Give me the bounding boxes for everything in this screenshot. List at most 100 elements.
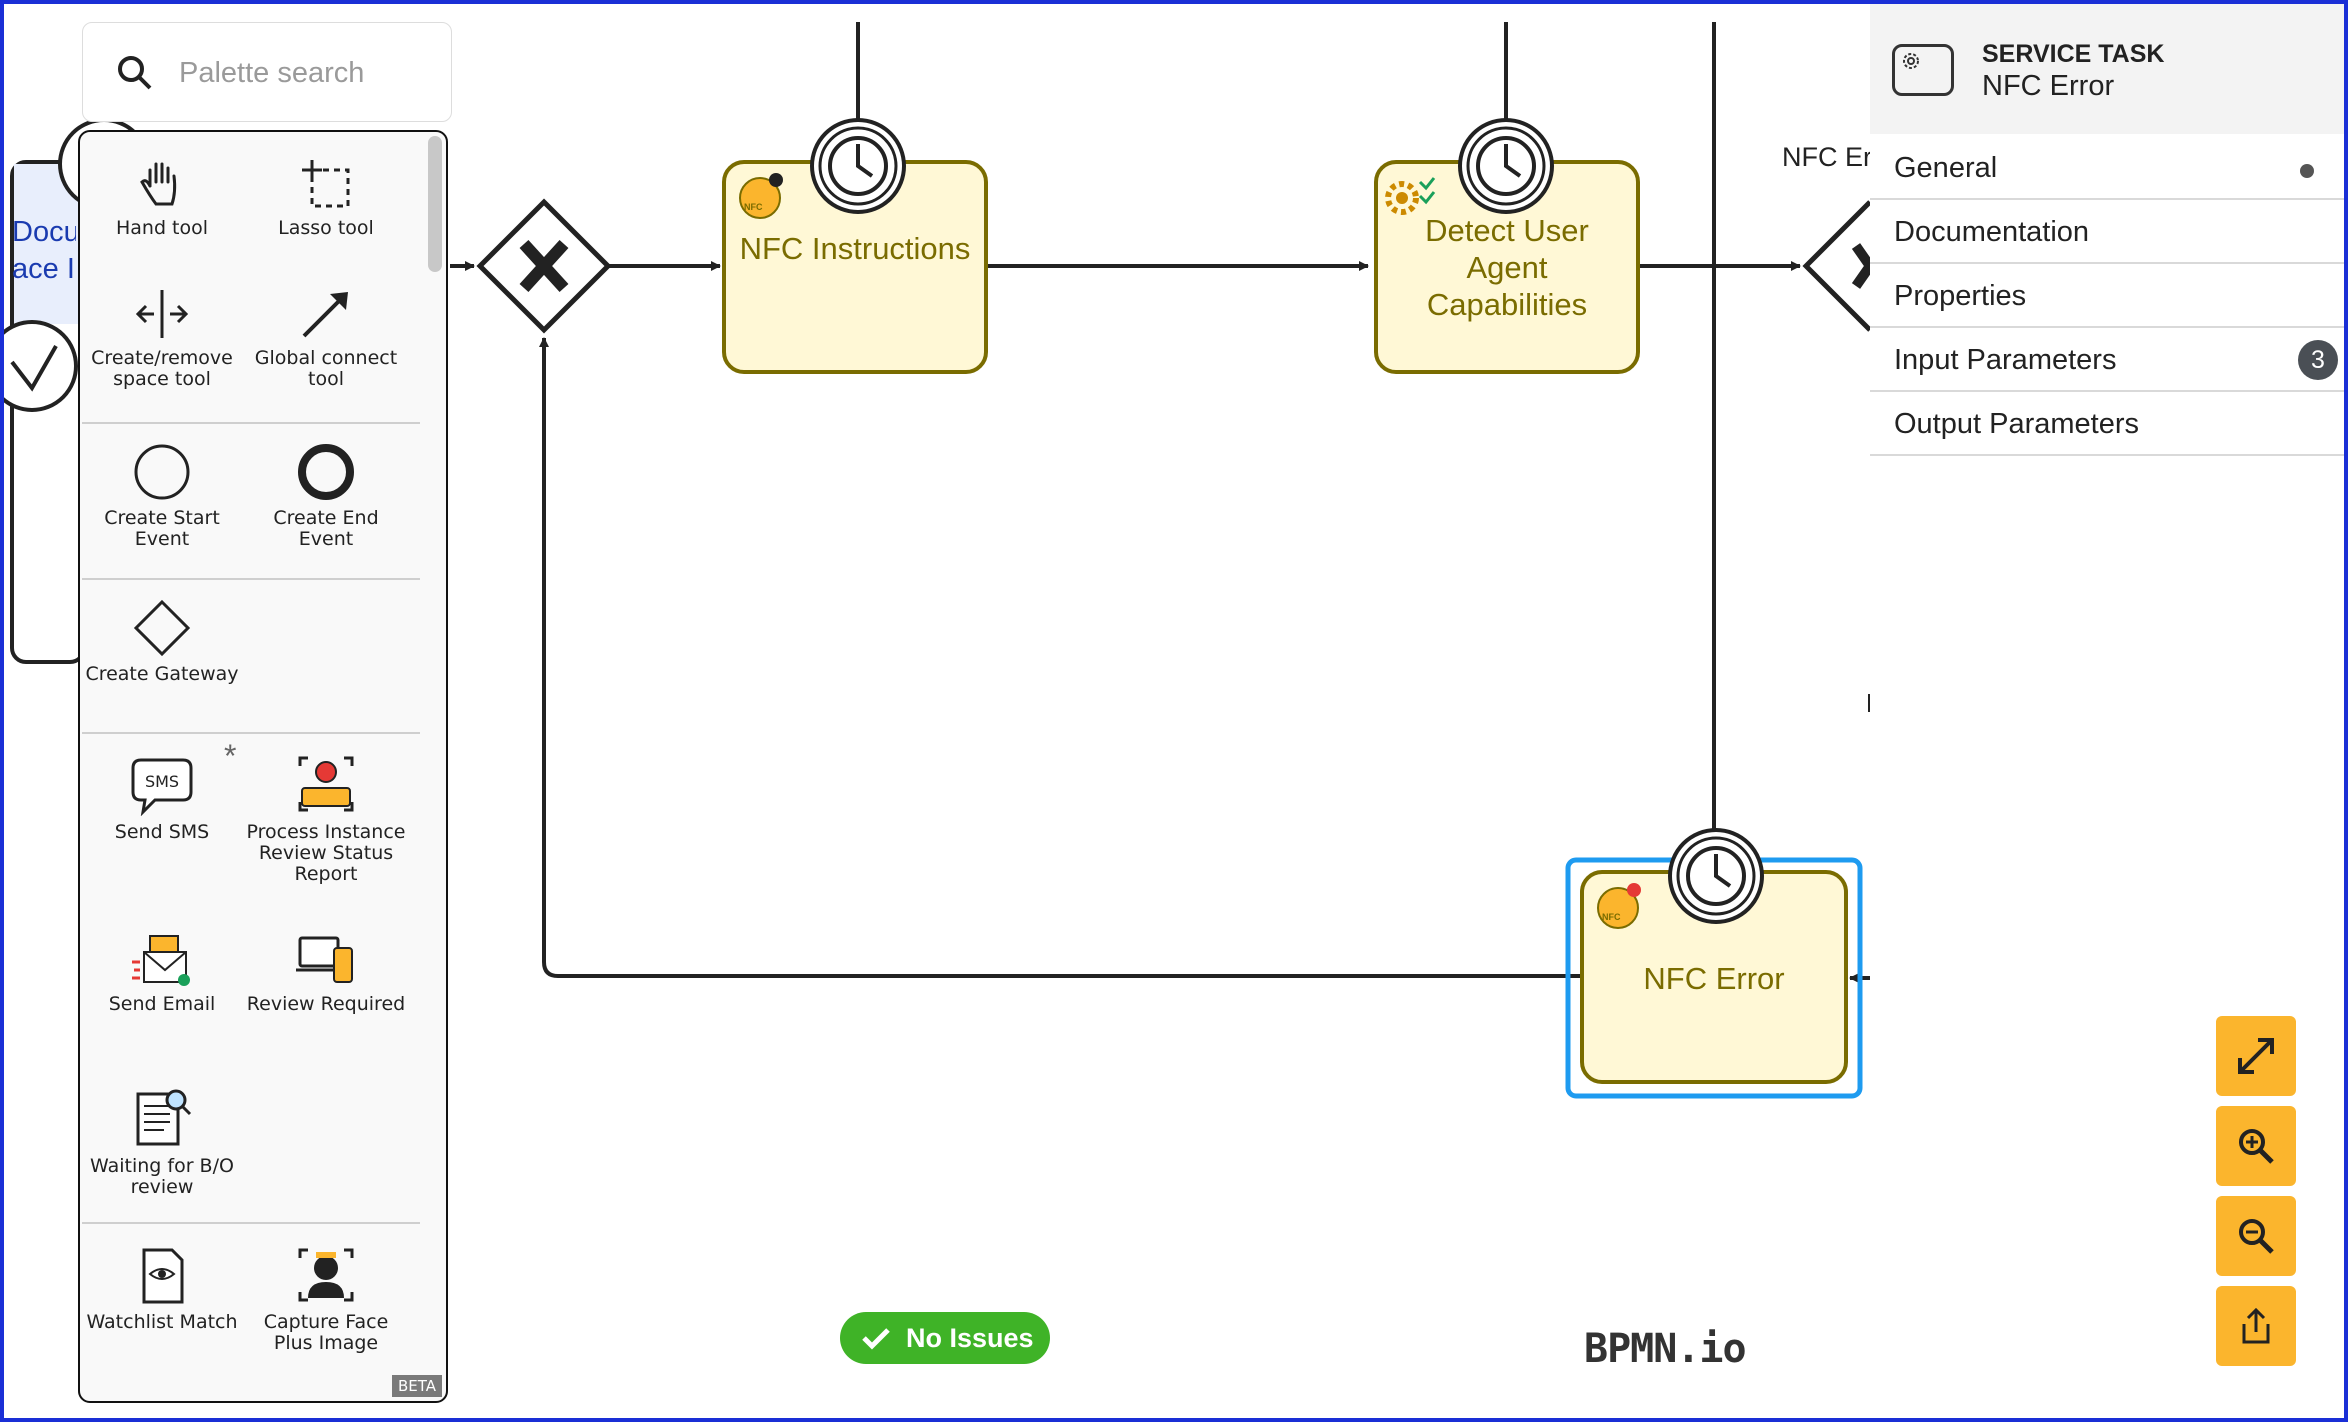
export-icon bbox=[2242, 1307, 2270, 1344]
gateway-icon bbox=[133, 599, 191, 657]
palette-create-gateway[interactable]: Create Gateway bbox=[80, 598, 244, 685]
count-badge: 3 bbox=[2298, 340, 2338, 380]
palette-space-tool[interactable]: Create/remove space tool bbox=[80, 286, 244, 390]
tool-label: Send SMS bbox=[114, 821, 210, 843]
watchlist-icon bbox=[142, 1248, 184, 1304]
changed-indicator-dot bbox=[2300, 164, 2314, 178]
asterisk-marker: * bbox=[224, 738, 237, 774]
fit-viewport-button[interactable] bbox=[2216, 1016, 2296, 1096]
no-issues-badge[interactable]: No Issues bbox=[840, 1312, 1050, 1364]
task-label-detect-user-agent: Detect User Agent Capabilities bbox=[1425, 213, 1589, 322]
palette-lasso-tool[interactable]: Lasso tool bbox=[244, 156, 408, 239]
lasso-icon bbox=[302, 160, 350, 208]
hand-icon bbox=[140, 162, 177, 206]
palette-watchlist-match[interactable]: Watchlist Match bbox=[80, 1246, 244, 1333]
zoom-in-icon bbox=[2239, 1129, 2274, 1164]
document-search-icon bbox=[136, 1089, 192, 1146]
palette-review-required[interactable]: Review Required bbox=[244, 932, 408, 1015]
tool-label: Review Required bbox=[246, 993, 406, 1015]
palette-send-email[interactable]: Send Email bbox=[80, 932, 244, 1015]
tab-label: Documentation bbox=[1894, 216, 2090, 248]
partial-label-line: Docu bbox=[12, 216, 76, 248]
diagram-canvas[interactable]: NFC Instructions Detect User Agent Capab… bbox=[4, 4, 2344, 1418]
tool-label: Watchlist Match bbox=[86, 1311, 238, 1333]
zoom-out-icon bbox=[2239, 1219, 2274, 1254]
palette-waiting-bo-review[interactable]: Waiting for B/O review bbox=[80, 1086, 244, 1198]
service-task-icon bbox=[1892, 44, 1954, 96]
task-detect-user-agent[interactable] bbox=[1374, 160, 1640, 374]
diagram-svg bbox=[4, 22, 1877, 1099]
palette-global-connect-tool[interactable]: Global connect tool bbox=[244, 286, 408, 390]
search-icon bbox=[118, 56, 152, 90]
task-label-nfc-instructions: NFC Instructions bbox=[739, 231, 971, 266]
palette-send-sms[interactable]: SMS Send SMS bbox=[80, 756, 244, 843]
issues-label: No Issues bbox=[906, 1323, 1034, 1353]
app-frame: NFC Instructions Detect User Agent Capab… bbox=[4, 4, 2344, 1418]
review-required-icon bbox=[296, 936, 353, 983]
palette-scrollbar[interactable] bbox=[428, 136, 442, 272]
palette-hand-tool[interactable]: Hand tool bbox=[80, 156, 244, 239]
gear-icon bbox=[1903, 53, 1919, 69]
fit-viewport-icon bbox=[2238, 1038, 2274, 1074]
tool-label: Create Gateway bbox=[85, 663, 239, 685]
review-report-icon bbox=[298, 756, 354, 812]
tab-label: Properties bbox=[1894, 280, 2027, 312]
end-event-icon bbox=[298, 444, 354, 500]
bpmn-io-logo[interactable]: BPMN.io bbox=[1584, 1326, 1747, 1372]
tool-label: Hand tool bbox=[115, 217, 209, 239]
tab-label: Output Parameters bbox=[1894, 408, 2139, 440]
search-placeholder: Palette search bbox=[179, 57, 365, 89]
tab-general[interactable]: General bbox=[1870, 138, 2344, 200]
palette: Hand tool Lasso tool Create/remove space… bbox=[78, 130, 448, 1403]
tab-label: General bbox=[1894, 152, 1998, 184]
timer-event-2[interactable] bbox=[1458, 118, 1554, 214]
partial-label-line: ace I bbox=[12, 253, 75, 285]
zoom-in-button[interactable] bbox=[2216, 1106, 2296, 1186]
properties-panel: SERVICE TASK NFC Error General Documenta… bbox=[1870, 4, 2344, 712]
space-tool-icon bbox=[135, 290, 189, 338]
timer-event-3[interactable] bbox=[1668, 828, 1764, 924]
partial-gateway-label: NFC Er bbox=[1782, 142, 1872, 172]
palette-separator bbox=[82, 578, 420, 580]
nfc-badge-text: NFC bbox=[1602, 912, 1621, 922]
face-capture-icon bbox=[298, 1248, 354, 1302]
palette-process-instance-review[interactable]: Process Instance Review Status Report bbox=[244, 752, 408, 885]
tool-label: Create End Event bbox=[273, 507, 379, 550]
task-label-nfc-error: NFC Error bbox=[1643, 961, 1785, 996]
palette-separator bbox=[82, 732, 420, 734]
element-name: NFC Error bbox=[1982, 70, 2115, 102]
exclusive-gateway[interactable] bbox=[476, 198, 612, 334]
palette-create-start-event[interactable]: Create Start Event bbox=[80, 442, 244, 550]
timer-event-1[interactable] bbox=[810, 118, 906, 214]
tab-output-parameters[interactable]: Output Parameters bbox=[1870, 394, 2344, 456]
beta-badge: BETA bbox=[391, 1375, 442, 1397]
tool-label: Waiting for B/O review bbox=[90, 1155, 234, 1198]
export-button[interactable] bbox=[2216, 1286, 2296, 1366]
exclusive-gateway-partial[interactable] bbox=[1802, 200, 1877, 332]
palette-create-end-event[interactable]: Create End Event bbox=[244, 442, 408, 550]
left-partial-element[interactable] bbox=[4, 118, 150, 664]
task-nfc-instructions[interactable] bbox=[722, 160, 988, 374]
zoom-out-button[interactable] bbox=[2216, 1196, 2296, 1276]
tab-label: Input Parameters bbox=[1894, 344, 2117, 376]
tool-label: Create/remove space tool bbox=[91, 347, 233, 390]
element-type: SERVICE TASK bbox=[1982, 40, 2165, 68]
palette-separator bbox=[82, 422, 420, 424]
tab-properties[interactable]: Properties bbox=[1870, 266, 2344, 328]
check-icon bbox=[862, 1328, 890, 1350]
palette-capture-face[interactable]: Capture Face Plus Image bbox=[244, 1244, 408, 1354]
palette-search[interactable]: Palette search bbox=[82, 22, 452, 122]
tool-label: Send Email bbox=[108, 993, 216, 1015]
start-event-icon bbox=[134, 444, 190, 500]
sms-icon-text: SMS bbox=[145, 772, 179, 791]
connect-arrow-icon bbox=[302, 292, 348, 338]
tab-input-parameters[interactable]: Input Parameters 3 bbox=[1870, 330, 2344, 392]
nfc-badge-text: NFC bbox=[744, 202, 763, 212]
palette-separator bbox=[82, 1222, 420, 1224]
tool-label: Global connect tool bbox=[254, 347, 398, 390]
tool-label: Create Start Event bbox=[104, 507, 220, 550]
tab-documentation[interactable]: Documentation bbox=[1870, 202, 2344, 264]
tool-label: Capture Face Plus Image bbox=[263, 1311, 389, 1354]
properties-header: SERVICE TASK NFC Error bbox=[1870, 4, 2344, 134]
partial-element-label: Docu ace I bbox=[12, 214, 76, 288]
